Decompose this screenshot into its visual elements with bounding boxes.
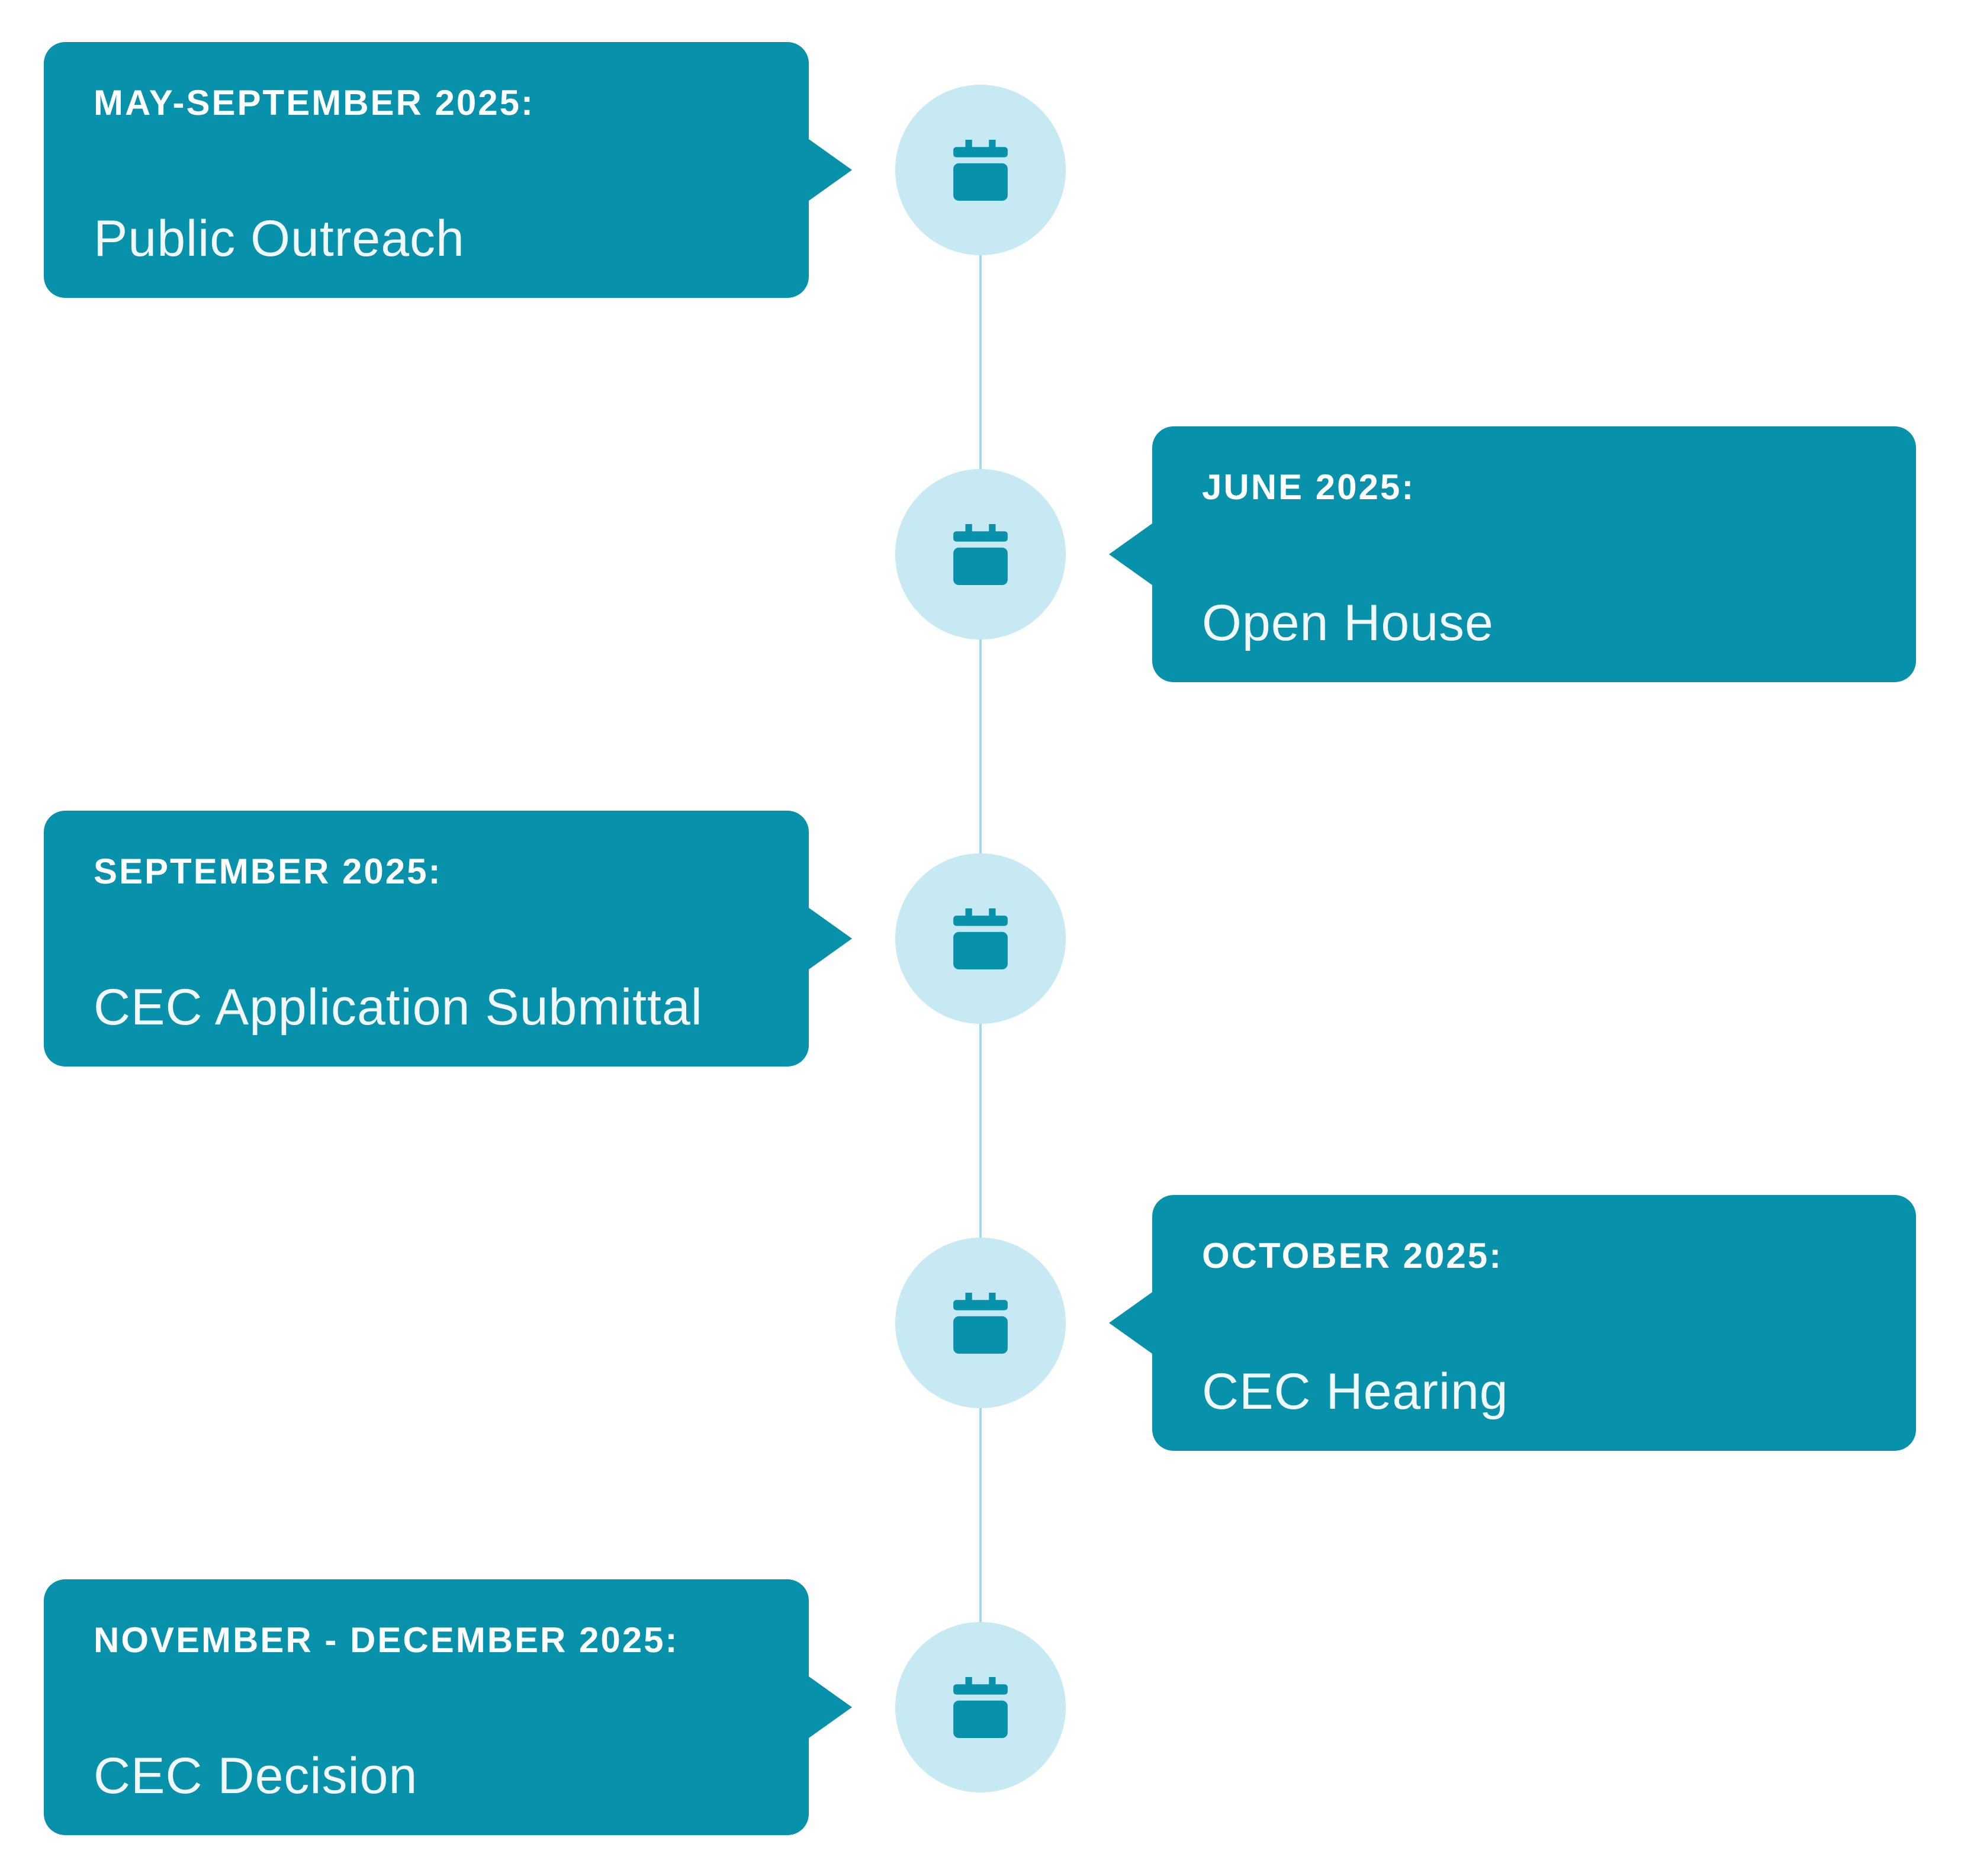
event-title: Public Outreach bbox=[94, 210, 465, 268]
event-date-label: OCTOBER 2025: bbox=[1202, 1236, 1503, 1276]
calendar-icon bbox=[953, 523, 1008, 585]
timeline-node-2 bbox=[895, 469, 1066, 640]
event-date-label: JUNE 2025: bbox=[1202, 467, 1416, 507]
event-date-label: MAY-SEPTEMBER 2025: bbox=[94, 83, 535, 123]
event-card-public-outreach: MAY-SEPTEMBER 2025: Public Outreach bbox=[44, 42, 852, 298]
event-title: CEC Hearing bbox=[1202, 1363, 1509, 1421]
timeline-node-4 bbox=[895, 1238, 1066, 1408]
card-pointer-arrow bbox=[809, 139, 852, 201]
event-date-label: SEPTEMBER 2025: bbox=[94, 852, 442, 891]
event-title: CEC Decision bbox=[94, 1747, 418, 1805]
calendar-icon bbox=[953, 139, 1008, 201]
calendar-icon bbox=[953, 908, 1008, 969]
card-pointer-arrow bbox=[1109, 523, 1152, 585]
event-card-cec-application-submittal: SEPTEMBER 2025: CEC Application Submitta… bbox=[44, 811, 852, 1067]
calendar-icon bbox=[953, 1292, 1008, 1354]
card-pointer-arrow bbox=[1109, 1292, 1152, 1354]
event-title: Open House bbox=[1202, 595, 1494, 652]
event-date-label: NOVEMBER - DECEMBER 2025: bbox=[94, 1620, 679, 1660]
timeline-node-1 bbox=[895, 85, 1066, 255]
card-pointer-arrow bbox=[809, 908, 852, 969]
event-card-open-house: JUNE 2025: Open House bbox=[1109, 426, 1916, 682]
event-card-cec-hearing: OCTOBER 2025: CEC Hearing bbox=[1109, 1195, 1916, 1451]
card-pointer-arrow bbox=[809, 1676, 852, 1738]
timeline-node-3 bbox=[895, 853, 1066, 1024]
event-title: CEC Application Submittal bbox=[94, 979, 703, 1036]
calendar-icon bbox=[953, 1676, 1008, 1738]
timeline-node-5 bbox=[895, 1622, 1066, 1793]
event-card-cec-decision: NOVEMBER - DECEMBER 2025: CEC Decision bbox=[44, 1579, 852, 1835]
